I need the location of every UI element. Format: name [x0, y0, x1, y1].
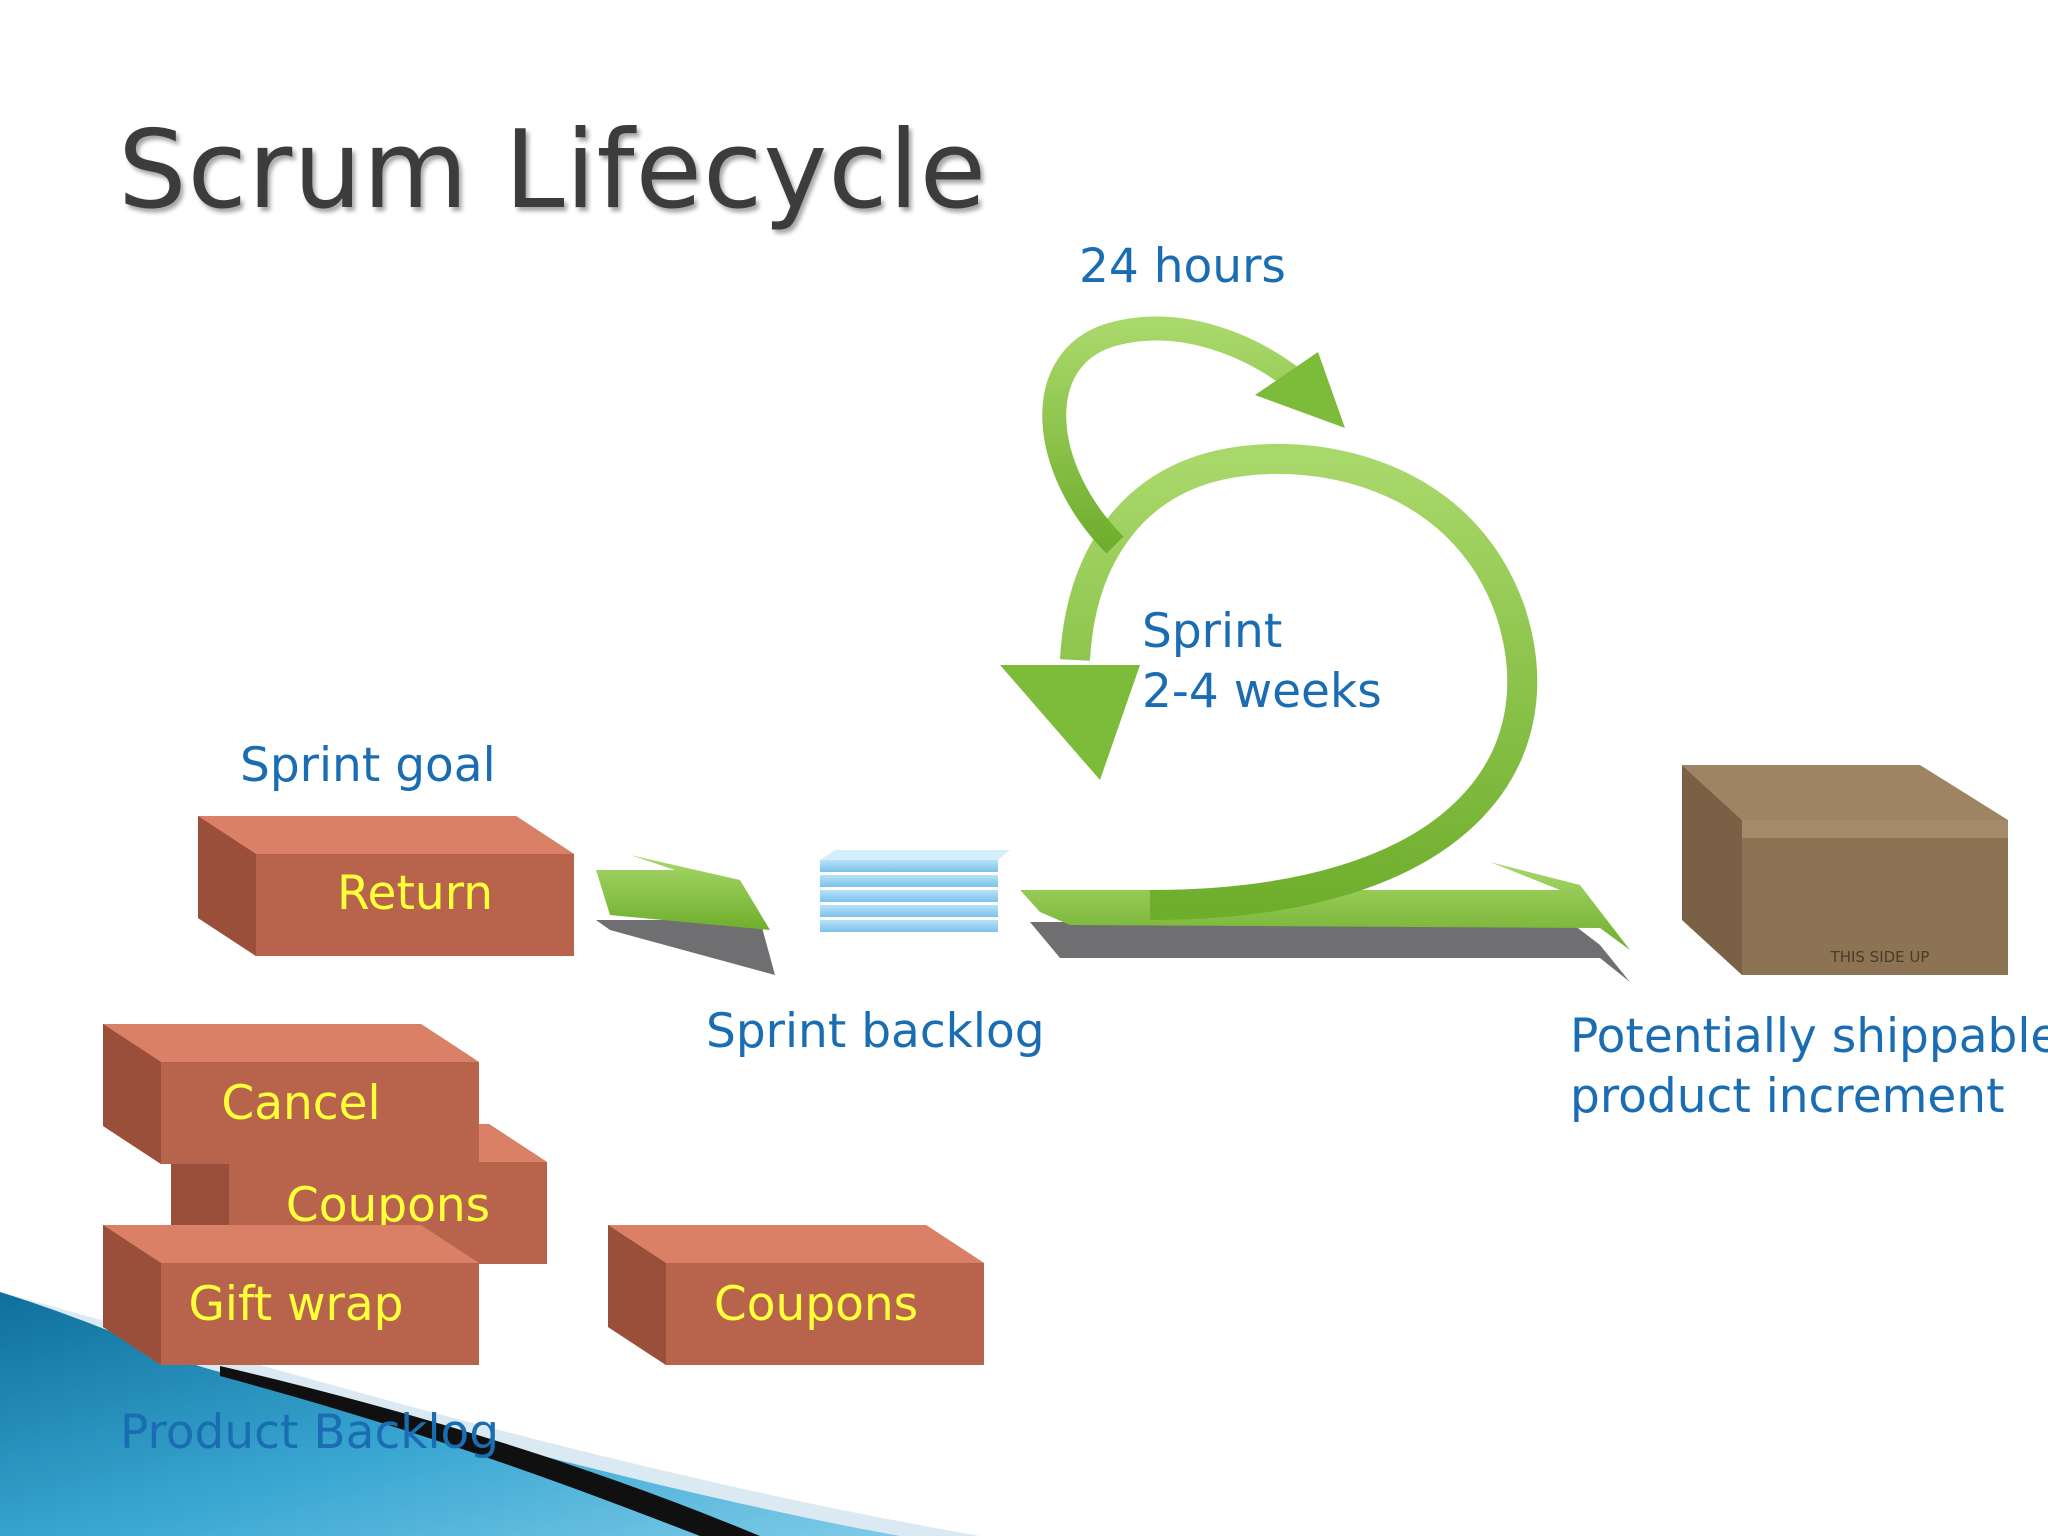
sprint-backlog-item-coupons: Coupons — [608, 1225, 984, 1365]
sprint-backlog-stack-icon — [820, 850, 1010, 932]
sprint-label: Sprint — [1142, 604, 1283, 659]
increment-label-line2: product increment — [1570, 1069, 2005, 1124]
arrow-sprint-flow — [1020, 862, 1630, 982]
sprint-loop-arrowhead — [1000, 665, 1140, 780]
product-backlog-label: Product Backlog — [120, 1405, 500, 1460]
backlog-item-gift-wrap-text: Gift wrap — [188, 1277, 404, 1332]
item-block-shape — [198, 816, 574, 956]
sprint-goal-item: Return — [198, 816, 574, 956]
item-block-shape — [103, 1024, 479, 1164]
sprint-backlog-label: Sprint backlog — [706, 1004, 1045, 1059]
sprint-goal-label: Sprint goal — [240, 738, 496, 793]
shipping-box-icon: THIS SIDE UP — [1682, 765, 2008, 975]
daily-loop-arrowhead — [1255, 352, 1345, 428]
item-block-shape — [103, 1225, 479, 1365]
sprint-goal-item-text: Return — [337, 866, 493, 921]
backlog-item-coupons-text: Coupons — [285, 1178, 491, 1233]
backlog-item-cancel-text: Cancel — [221, 1076, 381, 1131]
daily-cycle-label: 24 hours — [1079, 239, 1286, 294]
sprint-duration-label: 2-4 weeks — [1142, 664, 1382, 719]
backlog-item-gift-wrap: Gift wrap — [103, 1225, 479, 1365]
daily-loop-arrow — [1042, 316, 1303, 554]
sprint-loop-arrow — [1060, 443, 1538, 920]
arrow-to-sprint-backlog — [596, 855, 775, 975]
increment-label-line1: Potentially shippable — [1570, 1009, 2048, 1064]
slide-title: Scrum Lifecycle — [118, 108, 988, 233]
box-side-text: THIS SIDE UP — [1830, 948, 1930, 966]
sprint-backlog-item-text: Coupons — [713, 1277, 919, 1332]
item-block-shape — [608, 1225, 984, 1365]
backlog-item-cancel: Cancel — [103, 1024, 479, 1164]
